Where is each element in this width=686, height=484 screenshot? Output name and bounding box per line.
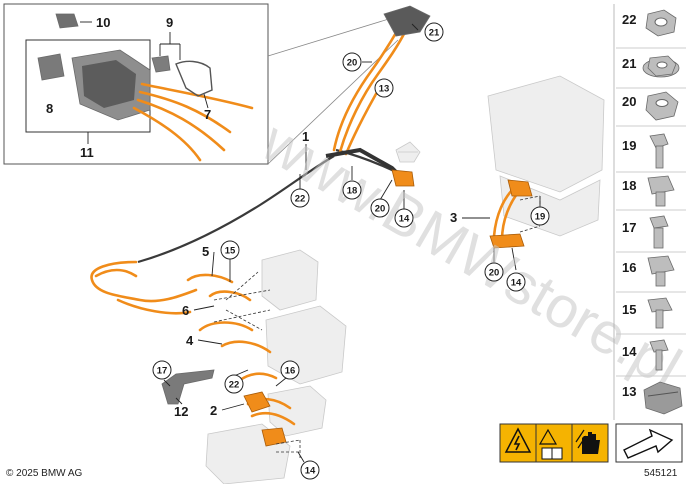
svg-text:21: 21 [429, 28, 440, 39]
warning-high-voltage-icon [504, 427, 532, 453]
svg-text:17: 17 [157, 366, 168, 377]
callout-14-low: 14 [300, 460, 320, 480]
callout-14-mid: 14 [394, 208, 414, 228]
detail-inset [3, 3, 399, 165]
label-8: 8 [46, 101, 53, 116]
svg-text:16: 16 [285, 366, 296, 377]
svg-text:22: 22 [229, 380, 240, 391]
label-12: 12 [174, 404, 188, 419]
svg-text:20: 20 [347, 58, 358, 69]
part-labels: 10 9 8 7 11 1 3 5 6 4 12 2 [46, 15, 457, 419]
row-22: 22 [622, 9, 677, 37]
svg-text:14: 14 [511, 278, 522, 289]
parts-column: 22 21 20 19 18 [613, 4, 686, 420]
copyright-text: © 2025 BMW AG [6, 468, 83, 479]
svg-text:20: 20 [622, 94, 636, 109]
row-18: 18 [622, 175, 675, 207]
row-14: 14 [622, 339, 669, 371]
callout-22-low: 22 [224, 374, 244, 394]
svg-text:14: 14 [399, 214, 410, 225]
row-17: 17 [622, 215, 669, 249]
svg-text:21: 21 [622, 56, 636, 71]
callout-20-top: 20 [342, 52, 362, 72]
svg-text:19: 19 [535, 212, 546, 223]
callout-16: 16 [280, 360, 300, 380]
row-20: 20 [622, 91, 679, 121]
warning-panel [499, 423, 609, 463]
label-7: 7 [204, 107, 211, 122]
svg-text:15: 15 [225, 246, 236, 257]
label-1: 1 [302, 129, 309, 144]
row-16: 16 [622, 255, 675, 287]
label-9: 9 [166, 15, 173, 30]
callout-15: 15 [220, 240, 240, 260]
no-touch-hand-icon [575, 429, 600, 454]
svg-text:20: 20 [489, 268, 500, 279]
svg-text:19: 19 [622, 138, 636, 153]
label-6: 6 [182, 303, 189, 318]
circled-callouts: 20 21 13 22 18 20 14 19 20 14 15 17 22 1… [152, 22, 550, 480]
callout-18: 18 [342, 180, 362, 200]
callout-19: 19 [530, 206, 550, 226]
manual-info-icon [538, 428, 563, 460]
svg-text:15: 15 [622, 302, 636, 317]
svg-text:13: 13 [622, 384, 636, 399]
row-21: 21 [622, 55, 680, 78]
image-number: 545121 [644, 468, 678, 479]
callout-17: 17 [152, 360, 172, 380]
row-19: 19 [622, 133, 669, 169]
svg-text:16: 16 [622, 260, 636, 275]
row-13: 13 [622, 381, 683, 415]
svg-text:13: 13 [379, 84, 390, 95]
svg-text:18: 18 [622, 178, 636, 193]
svg-text:18: 18 [347, 186, 358, 197]
svg-text:22: 22 [295, 194, 306, 205]
svg-text:22: 22 [622, 12, 636, 27]
label-2: 2 [210, 403, 217, 418]
label-4: 4 [186, 333, 194, 348]
callout-21: 21 [424, 22, 444, 42]
leader-lines [163, 23, 541, 463]
row-15: 15 [622, 297, 673, 329]
svg-text:14: 14 [622, 344, 637, 359]
svg-text:20: 20 [375, 204, 386, 215]
svg-text:17: 17 [622, 220, 636, 235]
arrow-direction-icon [615, 423, 683, 463]
callout-14-right: 14 [506, 272, 526, 292]
callout-20-right: 20 [484, 262, 504, 282]
label-3: 3 [450, 210, 457, 225]
label-10: 10 [96, 15, 110, 30]
svg-text:14: 14 [305, 466, 316, 477]
callout-22-mid: 22 [290, 188, 310, 208]
label-11: 11 [80, 145, 94, 160]
label-5: 5 [202, 244, 209, 259]
callout-20-mid: 20 [370, 198, 390, 218]
callout-13: 13 [374, 78, 394, 98]
